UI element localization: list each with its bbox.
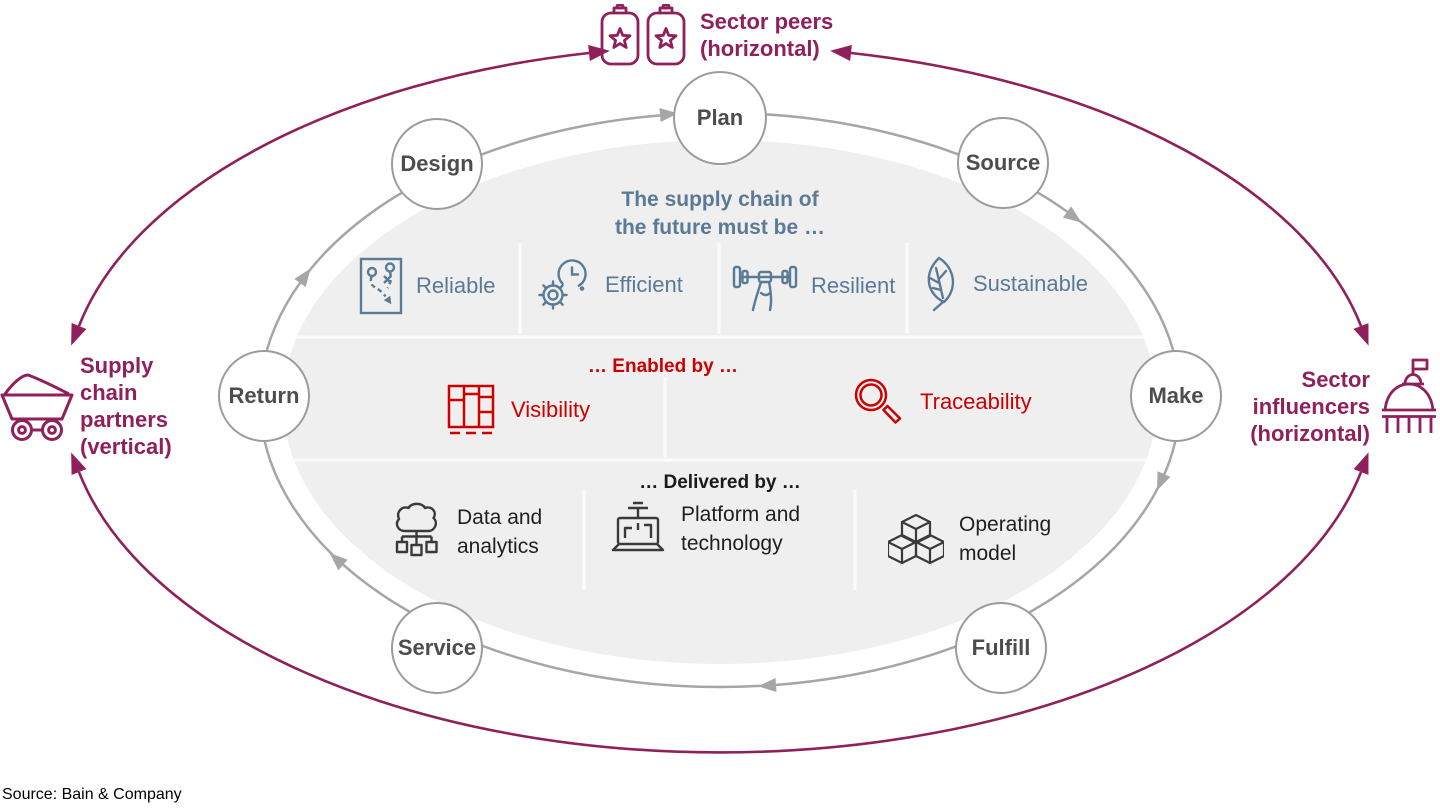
leaf-icon: [927, 256, 954, 312]
supply-partners-line2: chain: [80, 380, 138, 405]
arrowhead-to-sector-peers-right: [830, 45, 852, 61]
operating-model-line2: model: [959, 542, 1017, 565]
supply-partners-line4: (vertical): [80, 434, 172, 459]
resilient-label: Resilient: [811, 273, 896, 298]
make-label: Make: [1148, 383, 1204, 408]
platform-technology-line1: Platform and: [681, 503, 801, 526]
arrowhead-fulfill-to-service: [758, 678, 777, 692]
arrowhead-design-to-plan: [659, 108, 678, 122]
arrowhead-to-supply-partners-top: [71, 323, 87, 346]
service-circle: [391, 602, 483, 694]
reliable-label: Reliable: [416, 273, 496, 298]
process-loop-arrowheads: [294, 108, 1171, 692]
delivered-by-data-analytics: Data and analytics: [392, 502, 542, 562]
must-be-efficient: Efficient: [536, 258, 683, 312]
sector-influencers-label: Sector influencers (horizontal): [1210, 366, 1370, 447]
sector-peers-label: Sector peers (horizontal): [700, 8, 833, 62]
outer-stakeholder-loop: [77, 51, 1363, 754]
cycle-node-return: Return: [218, 350, 310, 442]
cycle-node-plan: Plan: [674, 72, 766, 164]
cycle-node-source: Source: [957, 117, 1049, 209]
operating-model-label: Operating model: [959, 510, 1051, 568]
sector-peers-line2: (horizontal): [700, 36, 820, 61]
arrowhead-to-sector-influencers-bottom: [1353, 452, 1369, 475]
traceability-label: Traceability: [920, 389, 1032, 414]
enabled-by-traceability: Traceability: [850, 374, 1032, 430]
strategy-plan-icon: [359, 257, 403, 315]
must-be-resilient: Resilient: [732, 260, 895, 312]
source-circle: [957, 117, 1049, 209]
sustainable-label: Sustainable: [973, 271, 1088, 296]
sector-peers-line1: Sector peers: [700, 9, 834, 34]
shelf-rack-icon: [447, 384, 495, 435]
design-circle: [391, 118, 483, 210]
cycle-node-service: Service: [391, 602, 483, 694]
data-analytics-line1: Data and: [457, 506, 543, 529]
plan-label: Plan: [696, 105, 744, 130]
delivered-by-operating-model: Operating model: [888, 510, 1051, 568]
outer-loop-arrowheads: [71, 45, 1369, 475]
arrowhead-return-to-design: [294, 268, 311, 288]
efficient-label: Efficient: [605, 272, 683, 297]
supply-partners-line1: Supply: [80, 353, 154, 378]
enabled-by-title: … Enabled by …: [588, 356, 738, 377]
capitol-building-icon: [1382, 358, 1436, 433]
center-title-line1: The supply chain of: [621, 188, 819, 211]
delivered-by-title: … Delivered by …: [639, 472, 801, 493]
fulfill-circle: [955, 602, 1047, 694]
enabled-by-visibility: Visibility: [447, 384, 590, 436]
arrowhead-to-sector-influencers-top: [1353, 323, 1369, 346]
operating-model-line1: Operating: [959, 513, 1052, 536]
laptop-technology-icon: [611, 501, 665, 552]
source-label: Source: [965, 150, 1041, 175]
gear-clock-icon: [538, 259, 587, 310]
arrowhead-to-sector-peers-left: [588, 45, 610, 61]
magnifier-icon: [854, 378, 902, 424]
must-be-reliable: Reliable: [359, 257, 496, 315]
data-analytics-line2: analytics: [457, 535, 539, 558]
source-note: Source: Bain & Company: [2, 786, 182, 803]
cycle-node-fulfill: Fulfill: [955, 602, 1047, 694]
supply-chain-partners-label: Supply chain partners (vertical): [80, 352, 172, 460]
must-be-sustainable: Sustainable: [916, 255, 1088, 313]
return-label: Return: [228, 383, 300, 408]
center-title: The supply chain of the future must be …: [545, 186, 895, 242]
plan-circle: [673, 71, 767, 165]
service-label: Service: [397, 635, 477, 660]
design-label: Design: [400, 151, 474, 176]
mine-cart-icon: [0, 373, 74, 441]
arrowhead-make-to-fulfill: [1156, 471, 1171, 491]
data-analytics-label: Data and analytics: [457, 503, 542, 561]
return-circle: [218, 350, 310, 442]
dumbbell-icon: [732, 265, 798, 312]
delivered-by-platform-technology: Platform and technology: [610, 500, 800, 558]
sector-influencers-line3: (horizontal): [1250, 421, 1370, 446]
arrowhead-source-to-make: [1062, 206, 1082, 223]
center-title-line2: the future must be …: [614, 216, 825, 239]
sector-influencers-line2: influencers: [1252, 394, 1370, 419]
sector-peers-icon: [600, 4, 686, 66]
panel-dividers: [294, 243, 1146, 590]
visibility-label: Visibility: [511, 397, 591, 422]
make-circle: [1130, 350, 1222, 442]
platform-technology-label: Platform and technology: [681, 500, 800, 558]
platform-technology-line2: technology: [681, 532, 783, 555]
cycle-node-circles: [218, 71, 1222, 694]
sector-influencers-line1: Sector: [1301, 367, 1370, 392]
arrowhead-to-supply-partners-bottom: [71, 452, 87, 475]
supply-partners-line3: partners: [80, 407, 169, 432]
cloud-network-icon: [395, 502, 438, 557]
fulfill-label: Fulfill: [971, 635, 1031, 660]
cycle-node-design: Design: [391, 118, 483, 210]
center-panel-ellipse: [283, 140, 1157, 664]
cubes-icon: [888, 514, 944, 564]
cycle-node-make: Make: [1130, 350, 1222, 442]
arrowhead-service-to-return: [329, 552, 348, 571]
